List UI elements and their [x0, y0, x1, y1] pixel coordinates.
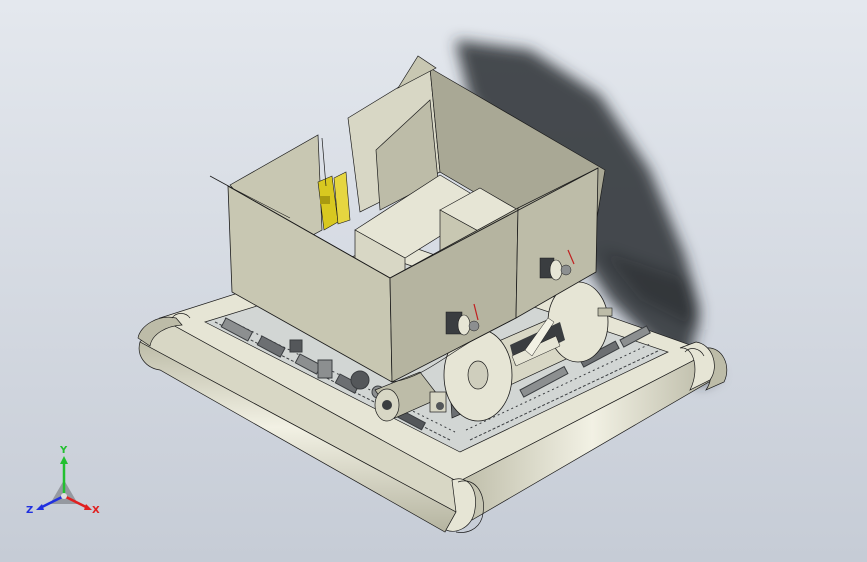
right-side-rail	[457, 341, 728, 521]
coordinate-triad[interactable]: Y X Z	[22, 446, 106, 522]
triad-icon	[36, 456, 92, 510]
yellow-bracket	[317, 171, 351, 231]
open-box-container[interactable]	[209, 55, 606, 383]
triad-y-label: Y	[60, 445, 68, 456]
triad-z-label: Z	[26, 505, 34, 516]
left-side-rail	[137, 316, 459, 533]
winch-spool[interactable]	[443, 281, 613, 422]
box-latch-right[interactable]	[539, 249, 575, 281]
box-latch-front[interactable]	[445, 303, 480, 336]
track-details	[214, 317, 661, 441]
triad-x-label: X	[92, 505, 100, 516]
